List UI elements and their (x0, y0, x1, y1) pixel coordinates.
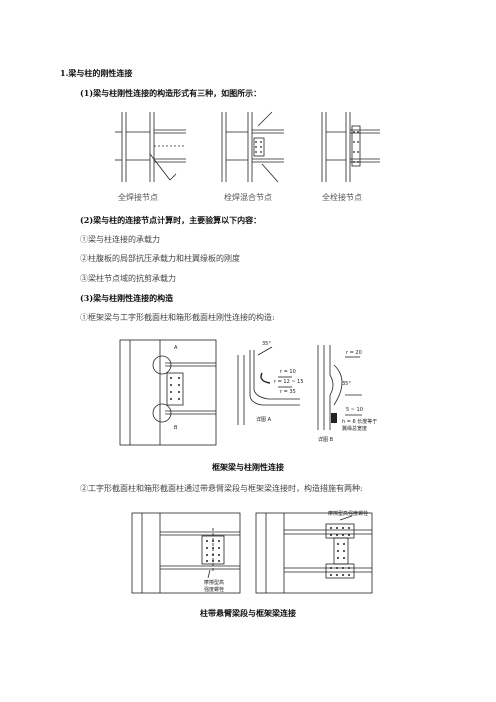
cantilever-left-diagram (131, 512, 241, 594)
connection-types-figure (115, 111, 380, 183)
detail-a-dim-1: 35° (262, 341, 271, 347)
label-a: A (174, 345, 178, 351)
hybrid-joint-diagram (221, 111, 284, 183)
bolted-joint-diagram (321, 112, 380, 182)
detail-b-label: 详图 B (318, 436, 334, 443)
detail-b-dim-1: r = 20 (346, 350, 362, 356)
detail-a-diagram (237, 346, 300, 425)
caption-bolted: 全栓接节点 (322, 193, 362, 202)
section-title: 1.梁与柱的刚性连接 (60, 68, 133, 78)
detail-b-dim-3: 5 ~ 10 (346, 407, 363, 413)
item2-point-3: ③梁柱节点域的抗剪承载力 (80, 274, 176, 283)
item3-heading: (3)梁与柱刚性连接的构造 (80, 293, 174, 303)
cantilever-right-diagram (255, 512, 373, 594)
item3-point-2: ②工字形截面柱和箱形截面柱通过带悬臂梁段与框架梁连接时，构造措施有两种: (80, 484, 363, 493)
detail-b-note-2: 翼缘总宽度 (342, 425, 367, 432)
detail-a-label: 详图 A (256, 416, 272, 423)
item2-point-2: ②柱腹板的局部抗压承载力和柱翼缘板的刚度 (80, 254, 240, 263)
detail-b-diagram (317, 345, 362, 430)
detail-a-dim-2: r = 10 (280, 369, 296, 375)
detail-a-dim-3: r = 12 ~ 15 (274, 379, 304, 385)
caption-welded: 全焊接节点 (118, 193, 158, 202)
label-b: B (174, 425, 178, 431)
figure1-title: 框架梁与柱刚性连接 (212, 462, 284, 472)
detail-b-dim-2: 35° (342, 381, 351, 387)
beam-column-rigid-figure: A B 35° r = 10 r = 12 ~ 15 r = 35 详图 A r… (119, 339, 377, 446)
item3-point-1: ①框架梁与工字形截面柱和箱形截面柱刚性连接的构造: (80, 313, 275, 322)
bolt-note-right: 摩擦型高强度螺栓 (328, 510, 368, 517)
detail-a-dim-4: r = 35 (280, 389, 296, 395)
bolt-note-left-2: 强度螺栓 (204, 586, 224, 593)
figure2-title: 柱带悬臂梁段与框架梁连接 (200, 608, 296, 618)
item2-point-1: ①梁与柱连接的承载力 (80, 235, 160, 244)
detail-b-note-1: h = 6 长度等于 (342, 418, 377, 425)
welded-joint-diagram (115, 112, 186, 182)
item1-heading: (1)梁与柱刚性连接的构造形式有三种，如图所示： (80, 88, 262, 98)
caption-hybrid: 栓焊混合节点 (224, 193, 272, 202)
bolt-note-left-1: 摩擦型高 (204, 579, 224, 586)
cantilever-beam-figure: 摩擦型高 强度螺栓 摩擦型高强度螺栓 (131, 510, 373, 594)
item2-heading: (2)梁与柱的连接节点计算时，主要验算以下内容： (80, 215, 262, 225)
